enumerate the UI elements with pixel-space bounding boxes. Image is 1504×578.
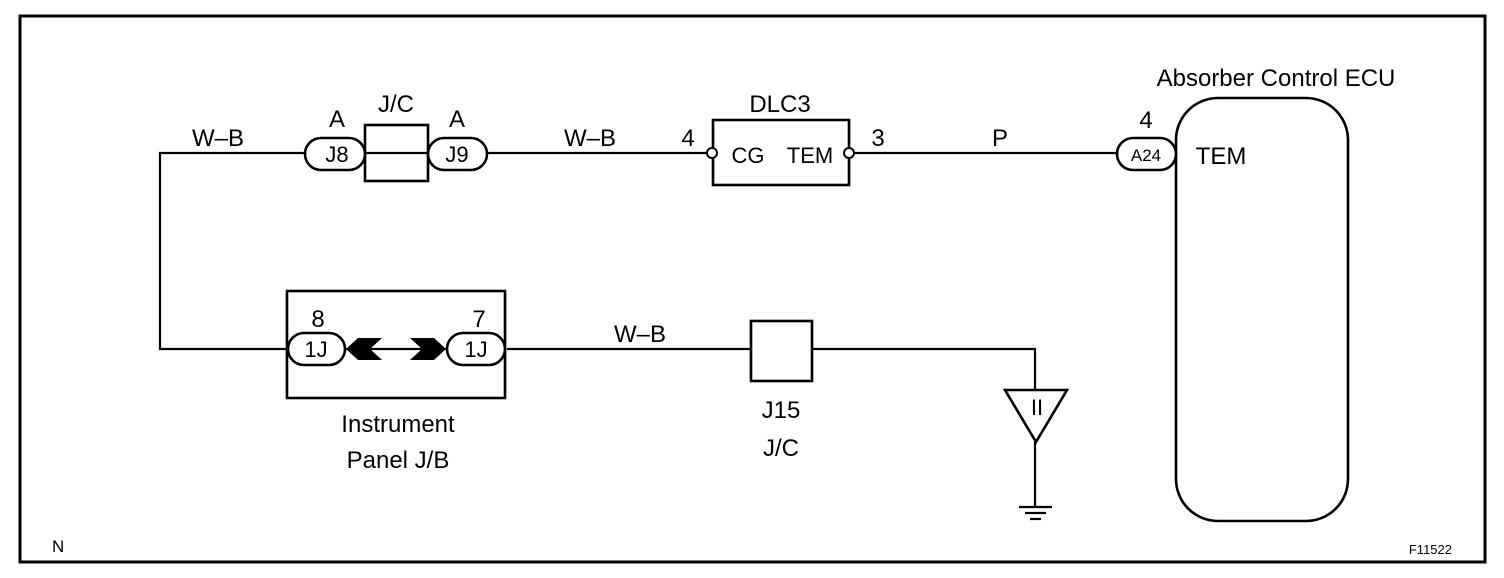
ecu-title: Absorber Control ECU — [1157, 65, 1396, 92]
dlc3-pin-number-right: 3 — [871, 125, 884, 152]
wire-label-wb-1: W–B — [192, 125, 244, 152]
ground-point-label: II — [1031, 395, 1043, 420]
wire-label-p: P — [992, 125, 1008, 152]
dlc3-pin-cg — [706, 147, 718, 159]
ecu-box — [1174, 96, 1350, 523]
jc-j15-box — [749, 319, 814, 383]
connector-j9-pin: A — [449, 106, 465, 133]
dlc3-pin-number-left: 4 — [681, 125, 694, 152]
connector-1j-right-label: 1J — [464, 337, 487, 362]
connector-1j-left-label: 1J — [304, 337, 327, 362]
ground-icon — [1019, 505, 1052, 521]
ecu-pin-number: 4 — [1139, 107, 1152, 134]
connector-j8-pin: A — [329, 106, 345, 133]
instrument-panel-jb-label-2: Panel J/B — [347, 447, 450, 474]
connector-j9 — [426, 136, 489, 172]
figure-id: F11522 — [1409, 542, 1452, 557]
connector-a24 — [1115, 136, 1178, 172]
diagram-frame — [18, 14, 1487, 564]
connector-j9-label: J9 — [445, 142, 468, 167]
connector-1j-right — [445, 331, 507, 367]
ground-point-triangle-icon — [1002, 388, 1070, 445]
jc-top-title: J/C — [378, 91, 414, 118]
jc-j15-label-2: J/C — [763, 435, 799, 462]
jb-right-chevron-icon — [410, 338, 446, 360]
connector-a24-label: A24 — [1131, 146, 1161, 165]
dlc3-label-tem: TEM — [787, 143, 833, 168]
dlc3-title: DLC3 — [749, 91, 810, 118]
connector-j8 — [303, 136, 367, 172]
jb-right-pin: 7 — [472, 306, 485, 333]
dlc3-pin-tem — [843, 147, 855, 159]
wire-to-ground — [812, 347, 1037, 390]
wire-label-wb-3: W–B — [614, 321, 666, 348]
instrument-panel-jb-label-1: Instrument — [341, 411, 455, 438]
wire-label-wb-2: W–B — [564, 125, 616, 152]
connector-1j-left — [286, 331, 347, 367]
wire-wb-left-loop — [158, 151, 305, 351]
jc-j15-label-1: J15 — [762, 397, 801, 424]
corner-label: N — [52, 537, 64, 556]
connector-j8-label: J8 — [325, 142, 348, 167]
jb-left-chevron-icon — [346, 338, 382, 360]
jb-left-pin: 8 — [311, 306, 324, 333]
dlc3-label-cg: CG — [732, 143, 765, 168]
ecu-pin-label-tem: TEM — [1196, 143, 1247, 170]
